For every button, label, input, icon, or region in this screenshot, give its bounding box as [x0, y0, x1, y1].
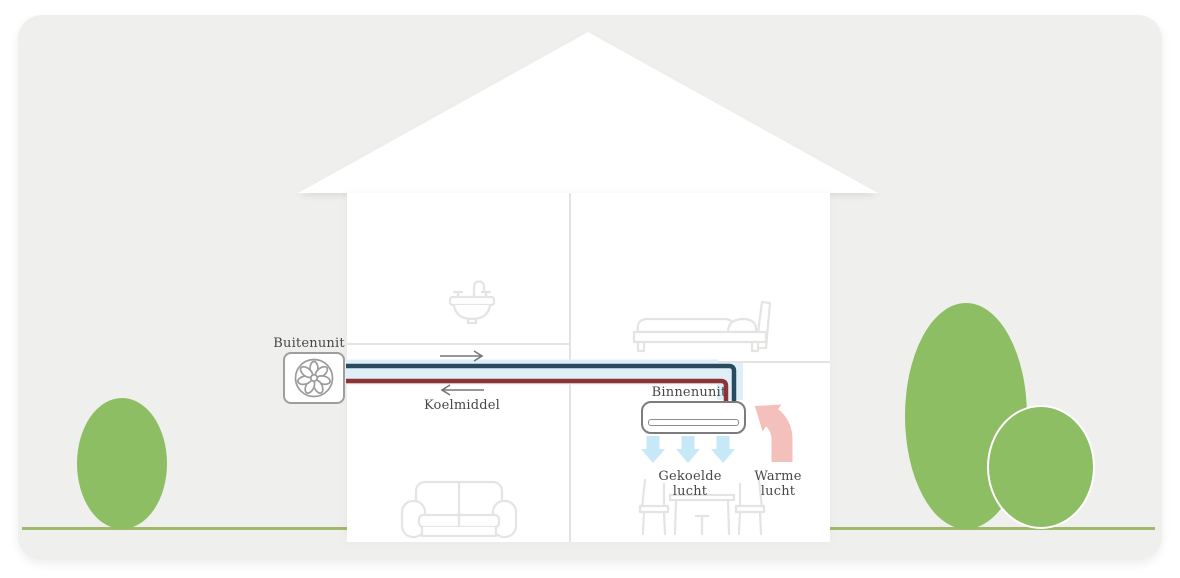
floor-divider-left [347, 343, 570, 345]
outdoor-unit [283, 352, 345, 404]
bed-icon [632, 300, 772, 353]
indoor-unit-vent [648, 419, 739, 426]
sofa-icon [400, 480, 518, 539]
wall-divider-vertical [569, 193, 571, 542]
refrigerant-label: Koelmiddel [423, 398, 501, 413]
fan-icon [294, 358, 334, 398]
dining-table-icon [638, 478, 766, 536]
floor-divider-right [571, 361, 830, 363]
outdoor-unit-label: Buitenunit [273, 336, 345, 351]
warm-air-label: Warme lucht [754, 469, 802, 499]
indoor-unit [641, 401, 746, 434]
bush-right-small-icon [987, 405, 1095, 529]
house-roof [298, 32, 878, 193]
sink-icon [448, 280, 496, 325]
cooled-air-label: Gekoelde lucht [658, 469, 722, 499]
bush-left-icon [77, 398, 167, 529]
indoor-unit-label: Binnenunit [651, 385, 727, 400]
